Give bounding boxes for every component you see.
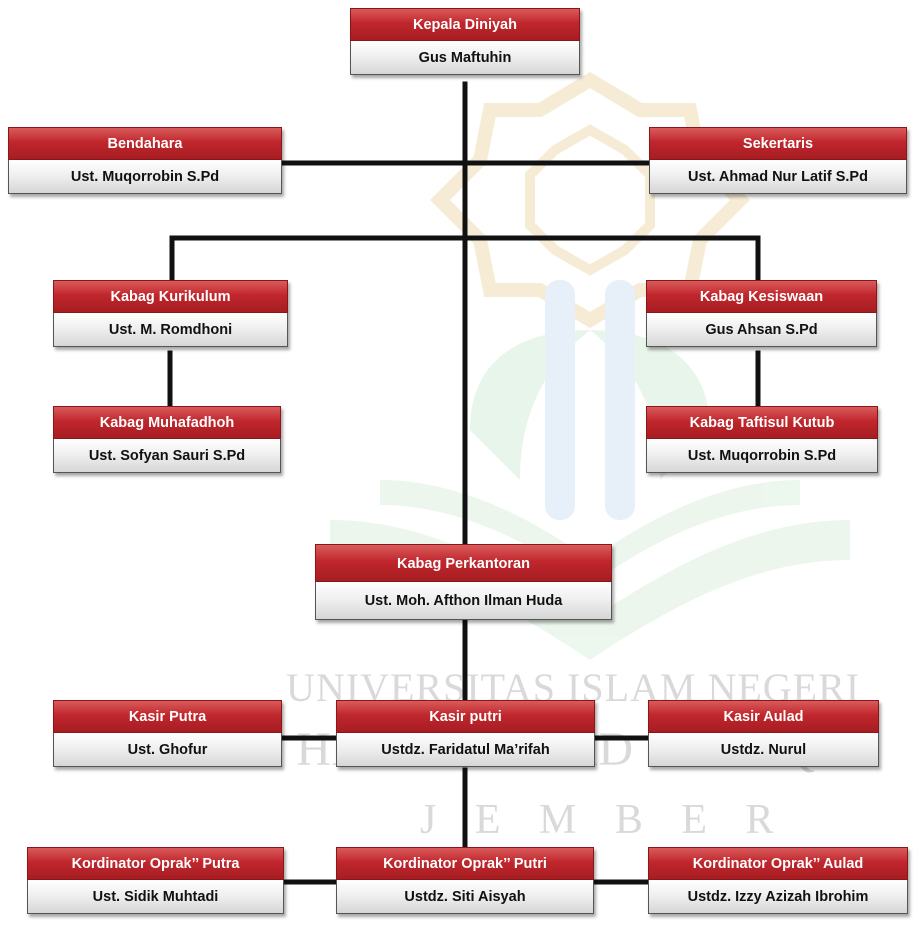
- role-label: Kabag Kurikulum: [53, 280, 288, 313]
- role-label: Kasir putri: [336, 700, 595, 733]
- node-kasir-putri: Kasir putri Ustdz. Faridatul Ma’rifah: [336, 700, 595, 767]
- role-label: Bendahara: [8, 127, 282, 160]
- person-name: Ustdz. Siti Aisyah: [336, 880, 594, 914]
- person-name: Ustdz. Nurul: [648, 733, 879, 767]
- person-name: Ustdz. Izzy Azizah Ibrohim: [648, 880, 908, 914]
- person-name: Ust. Sidik Muhtadi: [27, 880, 284, 914]
- node-kasir-putra: Kasir Putra Ust. Ghofur: [53, 700, 282, 767]
- role-label: Kabag Kesiswaan: [646, 280, 877, 313]
- person-name: Ustdz. Faridatul Ma’rifah: [336, 733, 595, 767]
- node-kordinator-oprak-putri: Kordinator Oprak’’ Putri Ustdz. Siti Ais…: [336, 847, 594, 914]
- role-label: Kordinator Oprak’’ Putra: [27, 847, 284, 880]
- person-name: Ust. Sofyan Sauri S.Pd: [53, 439, 281, 473]
- role-label: Kasir Putra: [53, 700, 282, 733]
- role-label: Kasir Aulad: [648, 700, 879, 733]
- node-bendahara: Bendahara Ust. Muqorrobin S.Pd: [8, 127, 282, 194]
- role-label: Kepala Diniyah: [350, 8, 580, 41]
- node-kabag-kurikulum: Kabag Kurikulum Ust. M. Romdhoni: [53, 280, 288, 347]
- node-kabag-kesiswaan: Kabag Kesiswaan Gus Ahsan S.Pd: [646, 280, 877, 347]
- role-label: Kabag Taftisul Kutub: [646, 406, 878, 439]
- role-label: Kordinator Oprak’’ Putri: [336, 847, 594, 880]
- role-label: Kabag Perkantoran: [315, 544, 612, 582]
- watermark-city: J E M B E R: [420, 797, 788, 843]
- person-name: Ust. M. Romdhoni: [53, 313, 288, 347]
- node-kordinator-oprak-putra: Kordinator Oprak’’ Putra Ust. Sidik Muht…: [27, 847, 284, 914]
- node-kabag-perkantoran: Kabag Perkantoran Ust. Moh. Afthon Ilman…: [315, 544, 612, 620]
- node-kepala-diniyah: Kepala Diniyah Gus Maftuhin: [350, 8, 580, 75]
- person-name: Gus Maftuhin: [350, 41, 580, 75]
- node-kasir-aulad: Kasir Aulad Ustdz. Nurul: [648, 700, 879, 767]
- person-name: Ust. Muqorrobin S.Pd: [8, 160, 282, 194]
- node-sekertaris: Sekertaris Ust. Ahmad Nur Latif S.Pd: [649, 127, 907, 194]
- role-label: Kordinator Oprak’’ Aulad: [648, 847, 908, 880]
- node-kabag-taftisul-kutub: Kabag Taftisul Kutub Ust. Muqorrobin S.P…: [646, 406, 878, 473]
- person-name: Ust. Moh. Afthon Ilman Huda: [315, 582, 612, 620]
- node-kordinator-oprak-aulad: Kordinator Oprak’’ Aulad Ustdz. Izzy Azi…: [648, 847, 908, 914]
- role-label: Kabag Muhafadhoh: [53, 406, 281, 439]
- person-name: Ust. Ahmad Nur Latif S.Pd: [649, 160, 907, 194]
- person-name: Ust. Muqorrobin S.Pd: [646, 439, 878, 473]
- node-kabag-muhafadhoh: Kabag Muhafadhoh Ust. Sofyan Sauri S.Pd: [53, 406, 281, 473]
- role-label: Sekertaris: [649, 127, 907, 160]
- person-name: Ust. Ghofur: [53, 733, 282, 767]
- person-name: Gus Ahsan S.Pd: [646, 313, 877, 347]
